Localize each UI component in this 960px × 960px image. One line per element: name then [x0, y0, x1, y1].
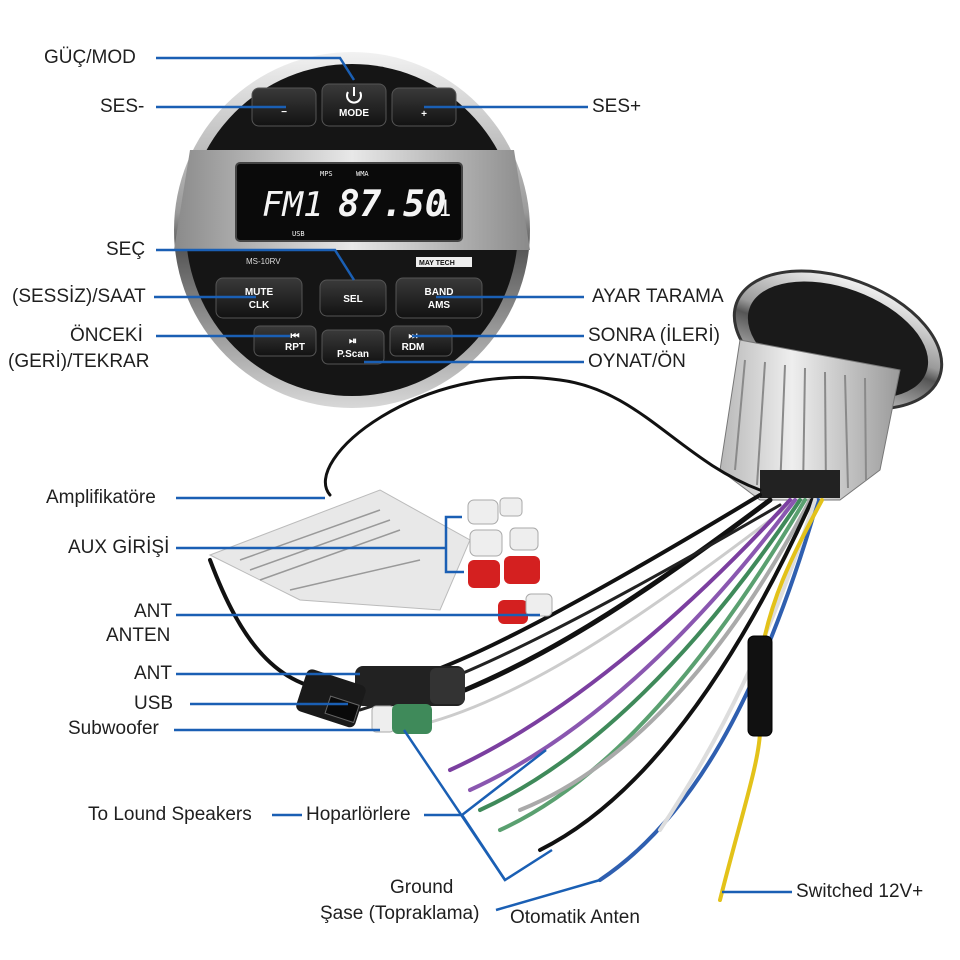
- play-pause-icon: ⏯: [349, 336, 357, 347]
- amplifier-cable: [323, 375, 762, 497]
- label-ses-plus: SES+: [592, 96, 642, 117]
- label-ayar-tarama: AYAR TARAMA: [592, 286, 724, 307]
- svg-text:MUTE: MUTE: [245, 287, 274, 298]
- label-sessiz-saat: (SESSİZ)/SAAT: [12, 286, 146, 307]
- usb-connector: [296, 669, 366, 728]
- label-to-lound-speakers: To Lound Speakers: [88, 804, 252, 825]
- ground-wire: [538, 498, 814, 852]
- callout-lines: [154, 56, 792, 912]
- pscan-button[interactable]: ⏯ P.Scan: [321, 329, 385, 365]
- callout-sase: [495, 878, 601, 912]
- brand-label: MAY TECH: [419, 260, 455, 267]
- label-otomatik-anten: Otomatik Anten: [510, 907, 640, 928]
- label-oynat-on: OYNAT/ÖN: [588, 351, 686, 372]
- svg-text:P.Scan: P.Scan: [337, 349, 369, 360]
- heatsink-fins: [734, 359, 867, 493]
- label-aux-girisi: AUX GİRİŞİ: [68, 537, 170, 558]
- model-label: MS-10RV: [246, 257, 281, 266]
- instruction-leaflet: [208, 489, 471, 611]
- label-onceki: ÖNCEKİ: [70, 325, 143, 346]
- label-anten: ANTEN: [106, 625, 171, 646]
- label-usb: USB: [134, 693, 174, 714]
- lcd-channel: 1: [438, 197, 451, 222]
- speaker-wire-purple: [448, 498, 792, 772]
- rpt-button[interactable]: ⏮ RPT: [253, 325, 317, 357]
- svg-text:SEL: SEL: [343, 294, 362, 305]
- sel-button[interactable]: SEL: [319, 279, 387, 317]
- subwoofer-rca-connector: [371, 704, 432, 734]
- label-ses-minus: SES-: [100, 96, 145, 117]
- label-subwoofer: Subwoofer: [68, 718, 159, 739]
- label-switched-12v: Switched 12V+: [796, 881, 924, 902]
- label-sase: Şase (Topraklama): [320, 903, 480, 924]
- svg-text:RDM: RDM: [402, 342, 425, 353]
- callout-aux: [176, 515, 464, 574]
- label-ant-2: ANT: [134, 663, 172, 684]
- speaker-wire-green: [478, 498, 802, 812]
- callout-ground: [402, 729, 507, 881]
- svg-text:MODE: MODE: [339, 108, 369, 119]
- label-sec: SEÇ: [106, 239, 146, 260]
- callout-guc-mod: [156, 56, 356, 81]
- label-ground: Ground: [390, 877, 454, 898]
- previous-icon: ⏮: [291, 331, 300, 342]
- lcd-source-usb: USB: [292, 230, 305, 238]
- fuse-holder: [747, 635, 773, 737]
- rca-connectors: [467, 497, 553, 624]
- lcd-display: [235, 162, 463, 242]
- auto-antenna-wire: [598, 498, 820, 882]
- rear-housing: [719, 269, 944, 501]
- head-unit: MPS WMA FM1 87.50 1 USB MS-10RV MAY TECH…: [174, 52, 530, 408]
- mute-clk-button[interactable]: MUTE CLK: [215, 277, 303, 319]
- brand-badge: [416, 257, 472, 267]
- antenna-connector: [355, 666, 465, 706]
- svg-text:BAND: BAND: [425, 287, 454, 298]
- power-icon: [346, 87, 362, 104]
- label-amplifikatore: Amplifikatöre: [46, 487, 156, 508]
- rdm-button[interactable]: ⏭ RDM: [389, 325, 453, 357]
- lcd-band: FM1: [262, 185, 323, 225]
- svg-text:RPT: RPT: [285, 342, 305, 353]
- label-geri-tekrar: (GERİ)/TEKRAR: [8, 351, 150, 372]
- lcd-frequency: 87.50: [338, 184, 446, 225]
- lcd-indicator-mps: MPS: [320, 170, 333, 178]
- callout-sec: [156, 248, 356, 281]
- mode-button[interactable]: MODE: [321, 83, 387, 127]
- svg-text:CLK: CLK: [249, 300, 270, 311]
- label-guc-mod: GÜÇ/MOD: [44, 47, 136, 68]
- svg-text:AMS: AMS: [428, 300, 451, 311]
- svg-text:−: −: [281, 107, 287, 118]
- svg-text:+: +: [421, 109, 427, 120]
- lcd-indicator-wma: WMA: [356, 170, 369, 178]
- label-sonra-ileri: SONRA (İLERİ): [588, 325, 720, 346]
- label-ant-1: ANT: [134, 601, 172, 622]
- label-hoparlorlere: Hoparlörlere: [306, 804, 411, 825]
